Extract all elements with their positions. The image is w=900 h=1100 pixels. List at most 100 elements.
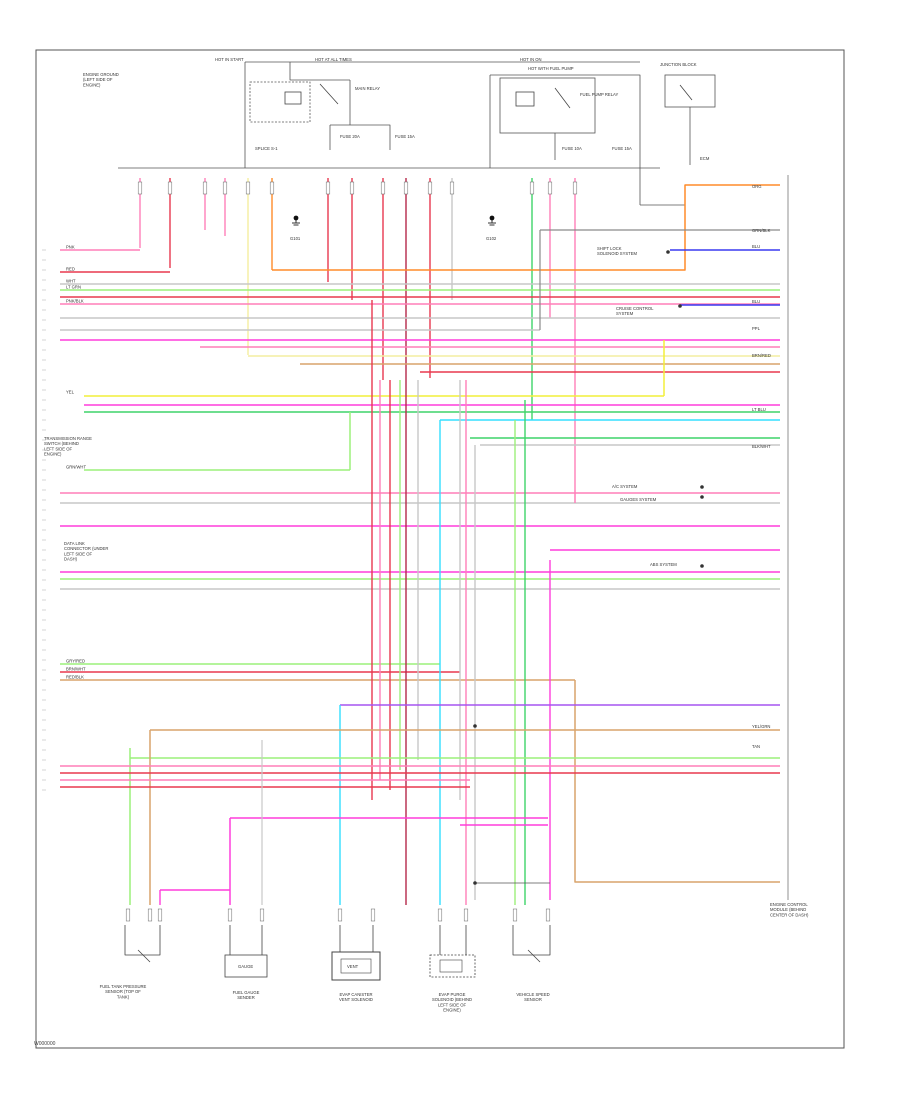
label-ecm-top: ECM — [700, 156, 710, 161]
ground-g101-dot — [293, 215, 299, 221]
component-pin — [512, 908, 518, 922]
top-connector-pin — [529, 181, 535, 195]
label-vent-short: VENT — [347, 964, 359, 969]
top-connector-pin — [380, 181, 386, 195]
left-wire-tag-0: PNK — [66, 245, 75, 250]
fuel-relay-coil — [515, 91, 535, 107]
top-connector-pin — [222, 181, 228, 195]
right-wire-tag-4: PPL — [752, 326, 761, 331]
top-connector-pin — [572, 181, 578, 195]
label-hot-fuel-pump: HOT WITH FUEL PUMP — [528, 66, 574, 71]
right-wire-tag-3: BLU — [752, 299, 760, 304]
top-connector-pin — [547, 181, 553, 195]
right-wire-tag-9: TAN — [752, 744, 760, 749]
fuel-tank-sensor-switch — [137, 949, 151, 963]
component-pin — [337, 908, 343, 922]
right-wire-tag-6: LT BLU — [752, 407, 766, 412]
right-wire-tag-5: BRN/RED — [752, 353, 771, 358]
right-wire-tag-7: BLK/WHT — [752, 444, 771, 449]
top-connector-pin — [403, 181, 409, 195]
diagram-border — [35, 49, 845, 1049]
label-g101: G101 — [290, 236, 301, 241]
label-ac-system: A/C SYSTEM — [612, 484, 638, 489]
top-connector-pin — [202, 181, 208, 195]
main-relay-coil — [284, 91, 302, 105]
label-main-relay: MAIN RELAY — [355, 86, 380, 91]
label-hot-in-on: HOT IN ON — [520, 57, 542, 62]
label-fuse-a: FUSE 20A — [340, 134, 360, 139]
evap-vent-box — [331, 951, 381, 981]
evap-purge-coil — [439, 959, 463, 973]
right-wire-tag-8: YEL/GRN — [752, 724, 770, 729]
evap-purge-box — [429, 954, 476, 978]
junction-switch — [679, 84, 693, 101]
label-gauge-short: GAUGE — [238, 964, 253, 969]
left-wire-tag-3: LT GRN — [66, 285, 81, 290]
right-wire-tag-2: BLU — [752, 244, 760, 249]
fuse-branch-1 — [330, 124, 391, 150]
component-pin — [437, 908, 443, 922]
left-wire-tag-1: RED — [66, 267, 75, 272]
label-fuse-c: FUSE 10A — [562, 146, 582, 151]
top-connector-pin — [245, 181, 251, 195]
left-wire-tag-4: PNK/BLK — [66, 299, 84, 304]
right-wire-tag-1: GRN/BLK — [752, 228, 771, 233]
tan-run-bottom — [574, 680, 780, 883]
component-pin — [227, 908, 233, 922]
left-wire-tag-2: WHT — [66, 279, 76, 284]
fuel-relay-box — [499, 77, 596, 134]
fuel-relay-switch — [554, 87, 571, 109]
feed-all-times — [289, 62, 350, 81]
label-hot-all-times: HOT AT ALL TIMES — [315, 57, 352, 62]
footer-code: W000000 — [34, 1041, 56, 1047]
label-fuse-d: FUSE 15A — [612, 146, 632, 151]
top-connector-pin — [167, 181, 173, 195]
left-wire-tag-5: YEL — [66, 390, 75, 395]
top-connector-pin — [349, 181, 355, 195]
top-connector-pin — [449, 181, 455, 195]
component-pin — [463, 908, 469, 922]
main-relay-switch — [319, 83, 339, 105]
splice-gauges — [700, 495, 704, 499]
top-connector-pin — [325, 181, 331, 195]
label-fuel-relay: FUEL PUMP RELAY — [580, 92, 619, 97]
label-abs-system: ABS SYSTEM — [650, 562, 677, 567]
top-connector-pin — [427, 181, 433, 195]
vss-body — [512, 925, 551, 956]
evap-vent-coil — [340, 958, 372, 974]
component-pin — [545, 908, 551, 922]
right-wire-tag-0: ORG — [752, 184, 762, 189]
ground-g102-dot — [489, 215, 495, 221]
fuel-gauge-box — [224, 954, 268, 978]
label-gauges-system: GAUGES SYSTEM — [620, 497, 657, 502]
left-wire-tag-6: GRN/WHT — [66, 465, 86, 470]
component-pin — [147, 908, 153, 922]
splice-cruise — [678, 304, 682, 308]
main-relay-box — [249, 81, 311, 123]
splice-ac — [700, 485, 704, 489]
label-hot-in-start: HOT IN START — [215, 57, 244, 62]
splice-evap-1 — [473, 724, 477, 728]
splice-evap-2 — [473, 881, 477, 885]
component-pin — [259, 908, 265, 922]
left-wire-tag-7: GRY/RED — [66, 659, 85, 664]
junction-block-box — [664, 74, 716, 108]
vss-switch — [527, 949, 541, 963]
component-pin — [157, 908, 163, 922]
splice-abs — [700, 564, 704, 568]
label-fuse-b: FUSE 15A — [395, 134, 415, 139]
label-junction-block: JUNCTION BLOCK — [660, 62, 697, 67]
label-g102: G102 — [486, 236, 497, 241]
top-connector-pin — [137, 181, 143, 195]
left-wire-tag-8: BRN/WHT — [66, 667, 86, 672]
